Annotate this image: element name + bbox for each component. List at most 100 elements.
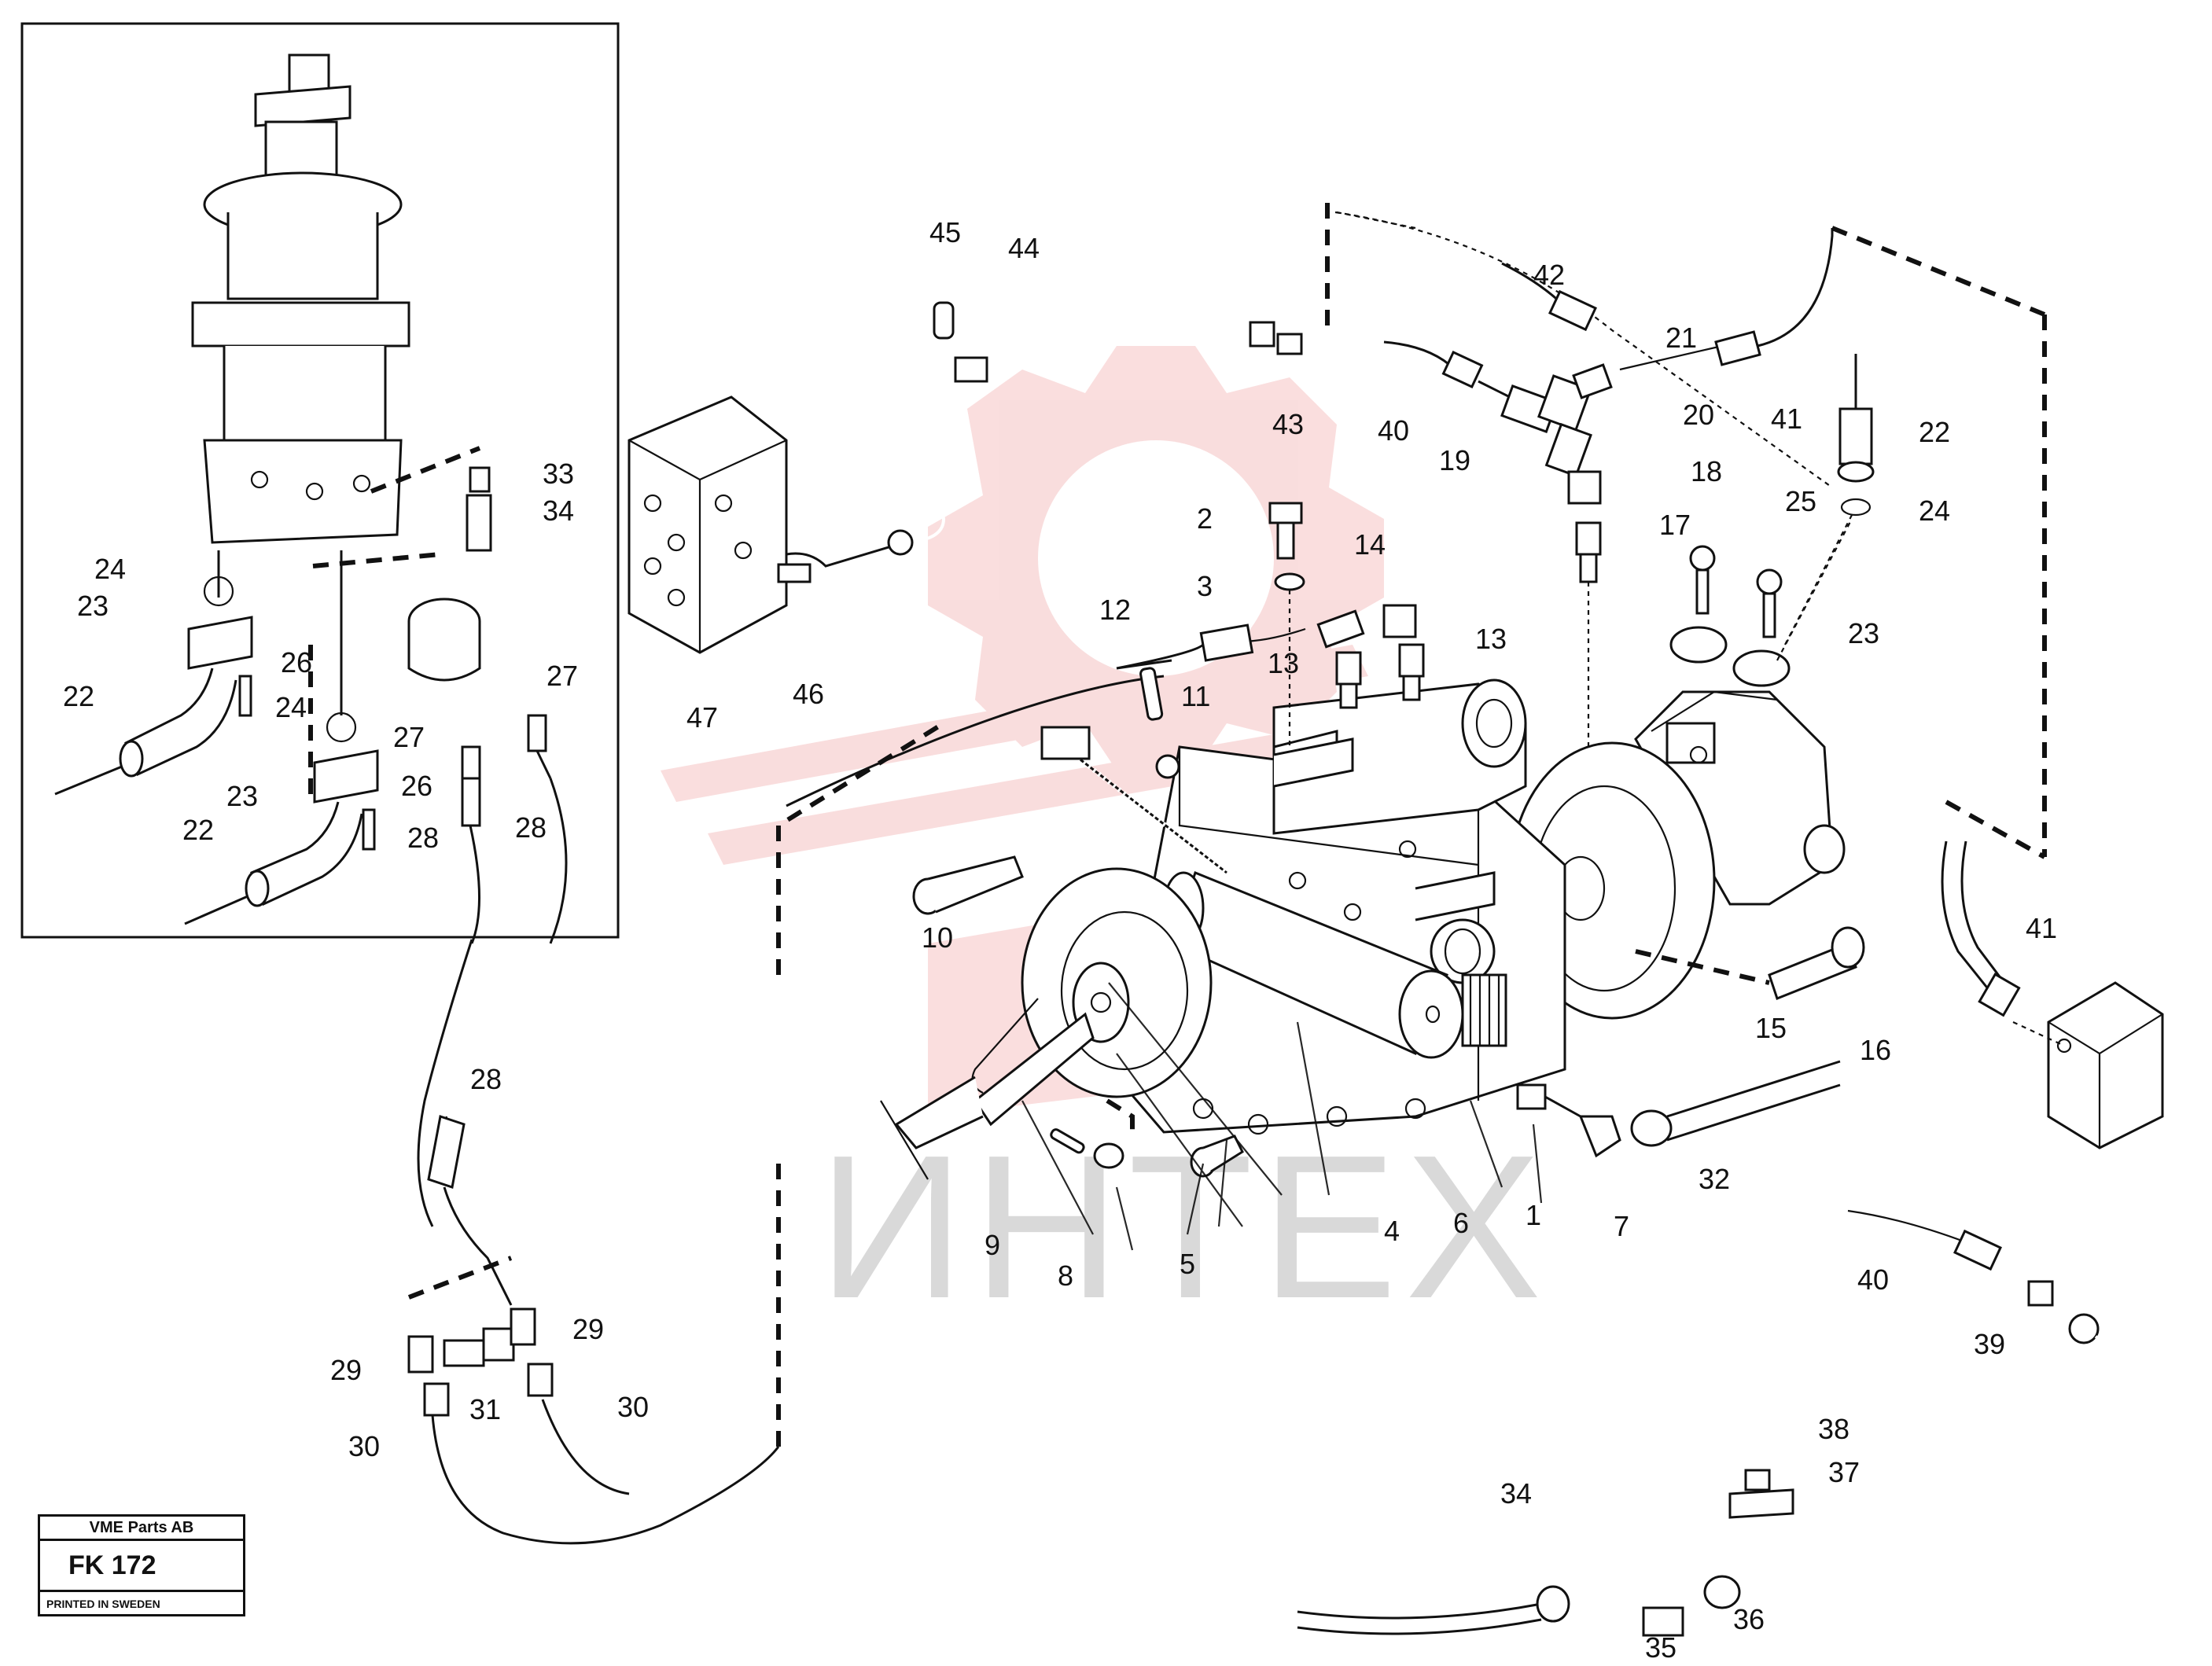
callout: 20 (1683, 399, 1714, 431)
callout: 34 (1500, 1477, 1532, 1510)
clip-45 (933, 301, 955, 340)
callout: 33 (543, 458, 574, 490)
callout: 36 (1733, 1603, 1765, 1635)
callout: 3 (1197, 570, 1213, 602)
fitting-17 (1575, 521, 1602, 583)
callout: 28 (515, 811, 547, 844)
bolt-16 (1768, 926, 1865, 1000)
callout: 39 (1974, 1328, 2005, 1360)
callout: 6 (1453, 1207, 1469, 1239)
pin-9 (1050, 1128, 1085, 1154)
tee-fitting-31 (407, 1307, 554, 1417)
valve-block-inset (407, 598, 481, 682)
title-block-code: FK 172 (40, 1541, 243, 1592)
callout: 1 (1526, 1199, 1541, 1231)
callout: 26 (281, 646, 312, 679)
callout: 10 (922, 921, 953, 954)
callout: 42 (1533, 259, 1565, 291)
hose-32 (1516, 1060, 1841, 1158)
pipe-36 (1703, 1335, 2188, 1609)
callout: 29 (572, 1313, 604, 1345)
hose-40-lower (1847, 1209, 2100, 1344)
hose-41-lower (1941, 840, 2021, 1017)
callout: 21 (1665, 322, 1697, 354)
hose-40-fitting (1383, 340, 1518, 403)
callout: 29 (330, 1354, 362, 1386)
callout: 44 (1008, 232, 1040, 264)
callout: 40 (1378, 414, 1409, 447)
hose-end-12 (1199, 623, 1254, 662)
callout: 23 (226, 780, 258, 812)
callout: 22 (1919, 416, 1950, 448)
callout: 40 (1857, 1263, 1889, 1296)
callout: 19 (1439, 444, 1470, 476)
callout: 37 (1828, 1456, 1860, 1488)
callout: 12 (1099, 594, 1131, 626)
callout: 38 (1818, 1413, 1849, 1445)
title-block: VME Parts AB FK 172 PRINTED IN SWEDEN (38, 1514, 245, 1616)
hose-fitting-upper (54, 576, 253, 796)
callout: 25 (1785, 485, 1816, 517)
callout: 47 (686, 701, 718, 734)
leader-lines (126, 252, 2029, 1643)
hose-fitting-lower (184, 712, 379, 925)
hose-22-right (1837, 354, 1875, 517)
callout: 7 (1614, 1210, 1629, 1242)
valve-block-47 (628, 395, 788, 654)
watermark-text: ИНТЕХ (818, 1113, 1549, 1341)
connector-33-34 (466, 466, 492, 552)
hose-end-28 (427, 1115, 466, 1189)
clamp-37-38 (1728, 1469, 1794, 1519)
callout: 28 (470, 1063, 502, 1095)
callout: 22 (182, 814, 214, 846)
callout: 26 (401, 770, 432, 802)
callout: 22 (63, 680, 94, 712)
callout: 5 (1180, 1248, 1195, 1280)
callout: 11 (1181, 680, 1210, 712)
callout: 46 (793, 678, 824, 710)
callout: 23 (1848, 617, 1879, 649)
callout: 31 (469, 1393, 501, 1425)
pipe-44 (777, 289, 1303, 583)
fittings-13-14 (1316, 604, 1425, 709)
callout: 27 (547, 660, 578, 692)
callout: 17 (1659, 509, 1691, 541)
callout: 30 (617, 1391, 649, 1423)
swivel-joint (191, 53, 410, 544)
callout: 18 (1691, 455, 1722, 487)
hose-41-upper (1619, 228, 1834, 371)
callout: 13 (1475, 623, 1507, 655)
callout: 24 (1919, 495, 1950, 527)
callout: 24 (94, 553, 126, 585)
callout: 32 (1699, 1163, 1730, 1195)
title-block-company: VME Parts AB (40, 1517, 243, 1541)
fitting-27-28 (461, 714, 552, 827)
callout-labels: 1 2 3 4 5 6 7 8 9 10 11 12 13 13 14 15 1… (63, 216, 2057, 1664)
washer-8 (1093, 1142, 1124, 1169)
callout: 4 (1384, 1215, 1400, 1247)
tank-box (2047, 981, 2164, 1149)
main-pump-assembly (880, 679, 1846, 1180)
hose-34-lower (1297, 1585, 1570, 1635)
callout: 13 (1268, 647, 1299, 679)
tee-fitting-19-20 (1500, 363, 1613, 505)
callout: 16 (1860, 1034, 1891, 1066)
title-block-printed: PRINTED IN SWEDEN (46, 1598, 160, 1610)
callout: 45 (929, 216, 961, 248)
bolt-5 (1190, 1135, 1244, 1178)
inset-frame (20, 22, 620, 939)
callout: 2 (1197, 502, 1213, 535)
callout: 9 (985, 1229, 1000, 1261)
callout: 41 (2026, 912, 2057, 944)
callout: 23 (77, 590, 109, 622)
pin-12 (1139, 667, 1164, 721)
callout: 14 (1354, 528, 1386, 561)
flange-23-25 (1669, 545, 1791, 687)
callout: 34 (543, 495, 574, 527)
callout: 43 (1272, 408, 1304, 440)
callout: 8 (1058, 1260, 1073, 1292)
callout: 28 (407, 822, 439, 854)
callout: 35 (1645, 1631, 1676, 1664)
callout: 24 (275, 691, 307, 723)
